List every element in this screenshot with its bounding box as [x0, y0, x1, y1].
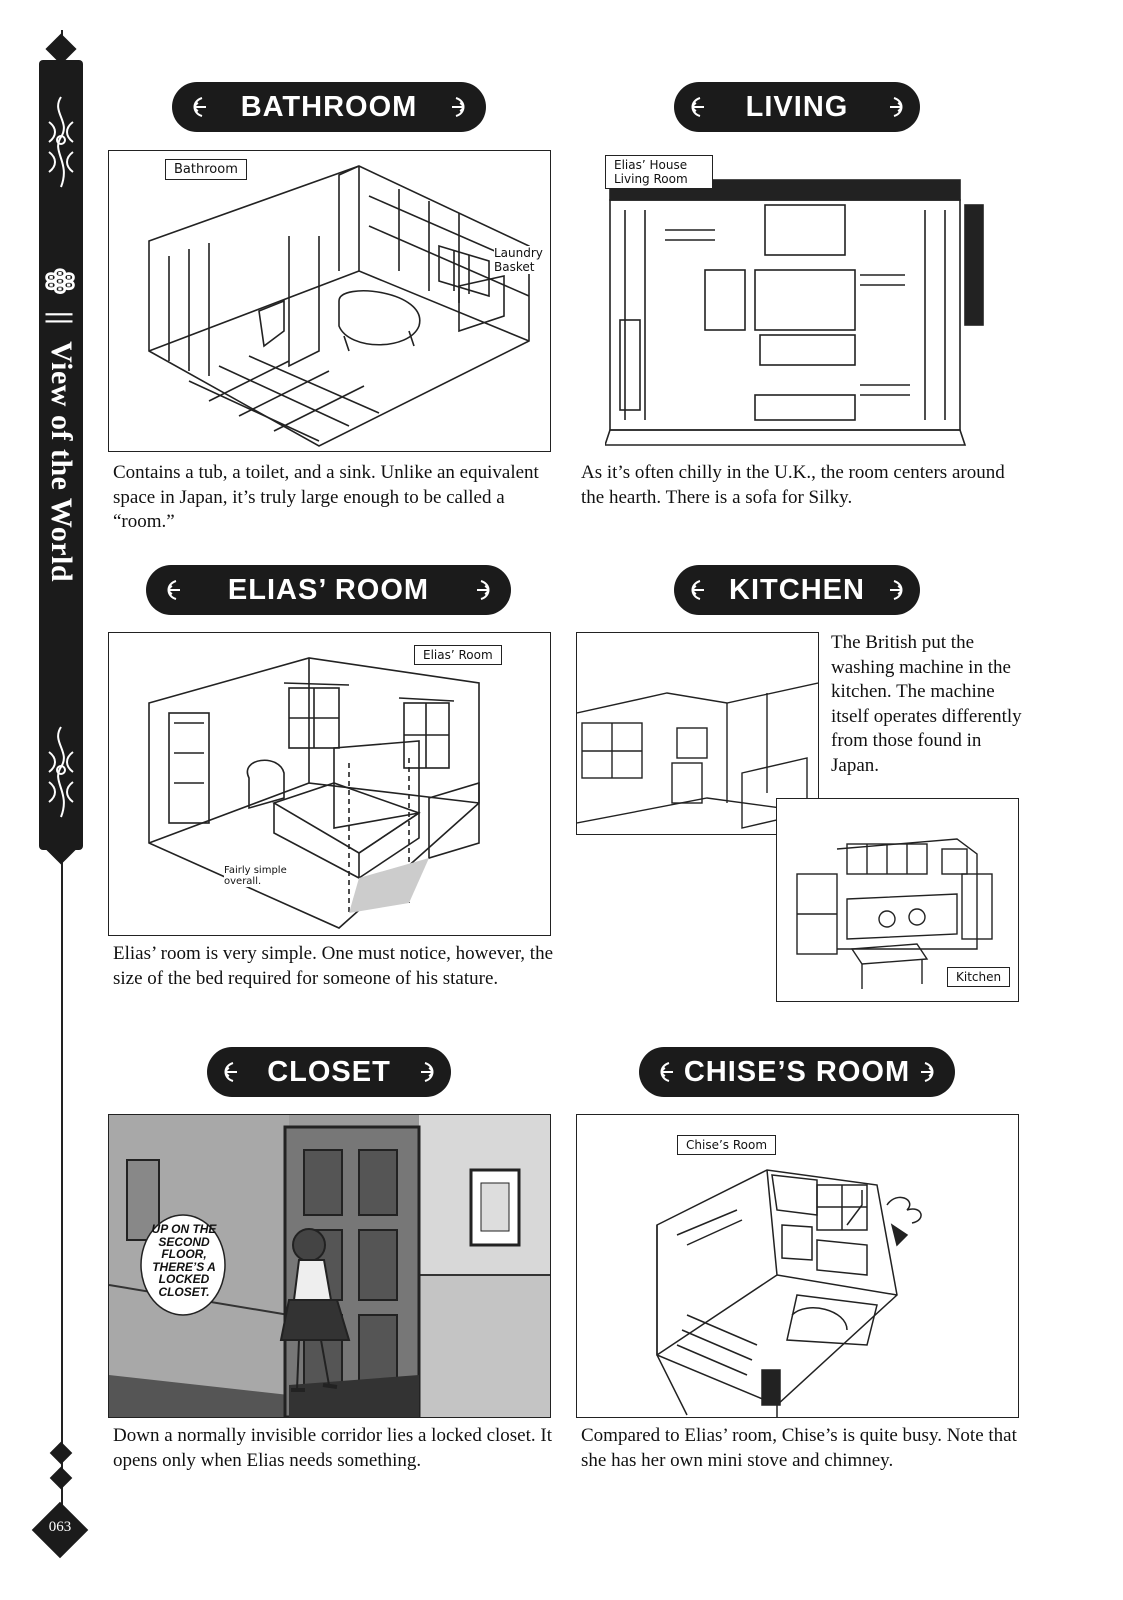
section-title: CHISE’S ROOM: [683, 1056, 911, 1088]
flourish-icon: [921, 1062, 934, 1082]
section-header-chise-room: CHISE’S ROOM: [639, 1047, 955, 1097]
elias-room-caption: Elias’ room is very simple. One must not…: [113, 943, 554, 989]
sketch-note: Fairly simple overall.: [224, 865, 294, 887]
sidebar-separator: ||: [45, 310, 78, 326]
sidebar-footer-diamond: [49, 1466, 73, 1490]
section-title: BATHROOM: [240, 91, 418, 123]
flourish-icon: [167, 580, 180, 600]
sidebar-banner: [39, 60, 83, 850]
sidebar-title: ꙮ || View of the World: [30, 210, 92, 640]
kitchen-caption: The British put the washing machine in t…: [831, 632, 1022, 776]
section-title: KITCHEN: [729, 574, 865, 606]
sketch-label: Elias’ Room: [414, 645, 502, 665]
section-title: CLOSET: [267, 1056, 391, 1088]
flourish-icon: [691, 580, 704, 600]
section-header-closet: CLOSET: [207, 1047, 451, 1097]
elias-room-sketch: [148, 657, 480, 929]
closet-sketch: [109, 1115, 550, 1417]
living-room-illustration: Elias’ House Living Room: [605, 150, 985, 448]
sketch-label: Elias’ House Living Room: [605, 155, 713, 189]
speech-bubble-text: UP ON THE SECOND FLOOR, THERE’S A LOCKED…: [151, 1222, 217, 1299]
chise-room-illustration: Chise’s Room: [576, 1114, 1019, 1418]
chapter-title: View of the World: [45, 341, 78, 583]
kitchen-illustration-bottom: Kitchen: [776, 798, 1019, 1002]
chise-room-caption: Compared to Elias’ room, Chise’s is quit…: [581, 1425, 1017, 1471]
chapter-symbol: ꙮ: [45, 267, 78, 295]
section-header-bathroom: BATHROOM: [172, 82, 486, 132]
sidebar-ornament-bottom-icon: [48, 726, 74, 818]
chise-room-sketch: [656, 1169, 922, 1417]
living-room-sketch: [605, 179, 984, 446]
section-title: ELIAS’ ROOM: [227, 574, 430, 606]
flourish-icon: [193, 97, 206, 117]
section-header-elias-room: ELIAS’ ROOM: [146, 565, 511, 615]
bathroom-sketch: [148, 165, 530, 447]
closet-illustration: UP ON THE SECOND FLOOR, THERE’S A LOCKED…: [108, 1114, 551, 1418]
sketch-label: Chise’s Room: [677, 1135, 777, 1155]
flourish-icon: [224, 1062, 237, 1082]
sidebar-ornament-top-icon: [48, 96, 74, 188]
sidebar-footer-diamond: [49, 1441, 73, 1465]
section-header-living-room: LIVING ROOM: [674, 82, 920, 173]
elias-room-illustration: Elias’ Room Fairly simple overall.: [108, 632, 551, 936]
sketch-label: Bathroom: [165, 159, 247, 180]
flourish-icon: [660, 1062, 673, 1082]
flourish-icon: [452, 97, 465, 117]
flourish-icon: [890, 97, 903, 117]
kitchen-sketch-bottom: [796, 838, 993, 989]
flourish-icon: [890, 580, 903, 600]
bathroom-illustration: Bathroom Laundry Basket: [108, 150, 551, 452]
page-number: 063: [48, 1519, 72, 1535]
section-header-kitchen: KITCHEN: [674, 565, 920, 615]
sketch-label: Kitchen: [947, 967, 1011, 987]
living-room-caption: As it’s often chilly in the U.K., the ro…: [581, 462, 1005, 508]
sketch-note: Laundry Basket: [494, 246, 544, 274]
flourish-icon: [691, 97, 704, 117]
closet-caption: Down a normally invisible corridor lies …: [113, 1425, 552, 1471]
flourish-icon: [421, 1062, 434, 1082]
bathroom-caption: Contains a tub, a toilet, and a sink. Un…: [113, 462, 539, 532]
flourish-icon: [477, 580, 490, 600]
